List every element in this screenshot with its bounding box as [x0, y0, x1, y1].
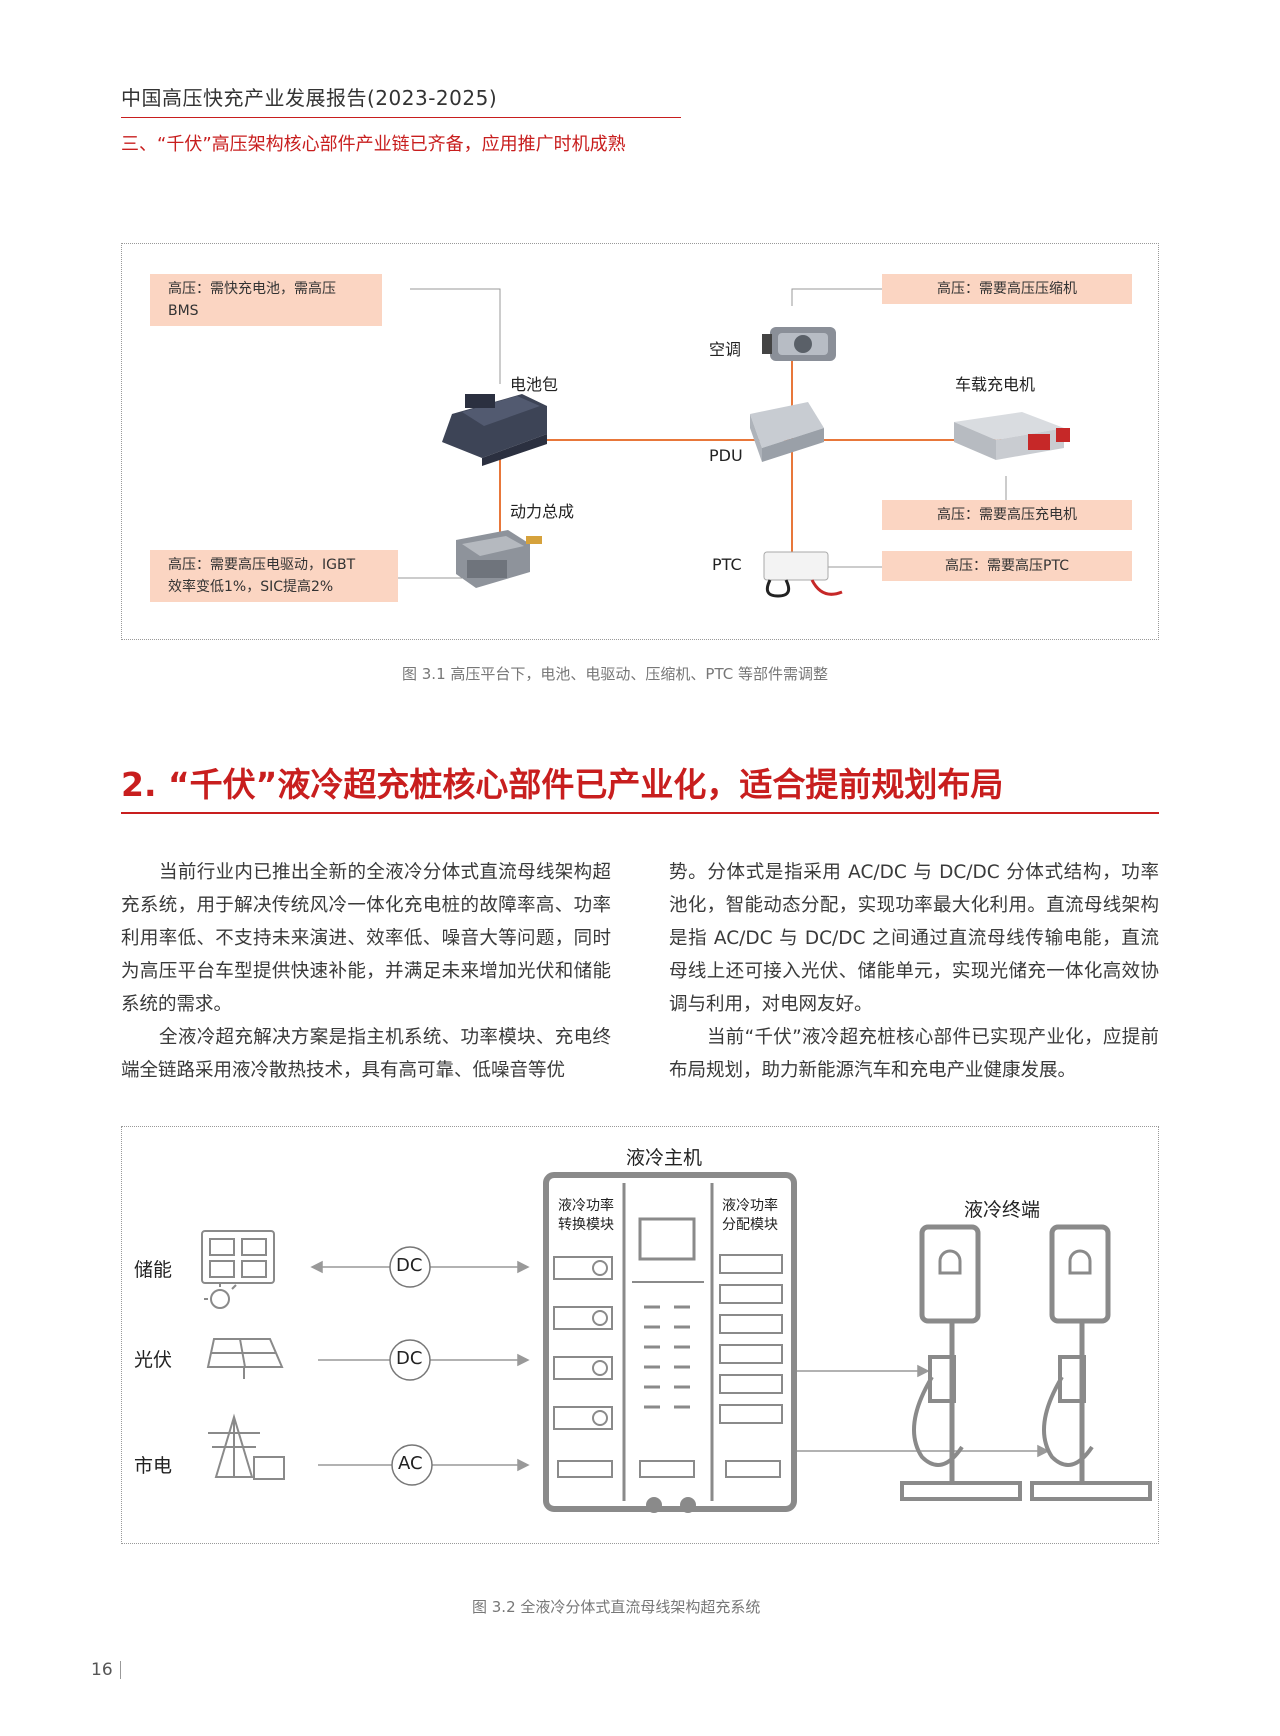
source-solar-label: 光伏	[134, 1345, 172, 1372]
ptc-label: PTC	[712, 555, 742, 574]
ptc-tag: 高压：需要高压PTC	[882, 551, 1132, 581]
section-heading: 2. “千伏”液冷超充桩核心部件已产业化，适合提前规划布局	[121, 758, 1003, 806]
battery-storage-icon	[202, 1231, 274, 1283]
charging-post-icon-2	[1032, 1227, 1150, 1499]
charging-post-icon	[902, 1227, 1020, 1499]
drive-tag-line2: 效率变低1%，SIC提高2%	[168, 576, 380, 598]
link-dc-2: DC	[396, 1348, 422, 1369]
battery-tag: 高压：需快充电池，需高压BMS	[150, 274, 382, 326]
charger-tag: 高压：需要高压充电机	[882, 500, 1132, 530]
ptc-heater-icon	[764, 552, 842, 596]
body-right-column: 势。分体式是指采用 AC/DC 与 DC/DC 分体式结构，功率池化，智能动态分…	[669, 856, 1159, 1087]
storage-arrow-right	[518, 1262, 528, 1272]
grid-arrow-right	[518, 1460, 528, 1470]
host-title: 液冷主机	[626, 1143, 702, 1170]
body-left-column: 当前行业内已推出全新的全液冷分体式直流母线架构超充系统，用于解决传统风冷一体化充…	[121, 856, 611, 1087]
figure-3-1: 高压：需快充电池，需高压BMS 高压：需要高压压缩机 高压：需要高压充电机 高压…	[121, 243, 1159, 640]
left-paragraph-2: 全液冷超充解决方案是指主机系统、功率模块、充电终端全链路采用液冷散热技术，具有高…	[121, 1021, 611, 1087]
link-ac: AC	[398, 1453, 423, 1474]
pdu-label: PDU	[709, 446, 743, 465]
solar-arrow-right	[518, 1355, 528, 1365]
pdu-icon	[750, 402, 824, 462]
link-dc-1: DC	[396, 1255, 422, 1276]
figure-3-2-caption: 图 3.2 全液冷分体式直流母线架构超充系统	[472, 1596, 760, 1617]
battery-pack-label: 电池包	[510, 371, 558, 395]
powertrain-label: 动力总成	[510, 498, 574, 522]
terminal-title: 液冷终端	[964, 1195, 1040, 1222]
drive-tag: 高压：需要高压电驱动，IGBT 效率变低1%，SIC提高2%	[150, 550, 398, 602]
powertrain-icon	[456, 530, 542, 588]
figure-3-1-caption: 图 3.1 高压平台下，电池、电驱动、压缩机、PTC 等部件需调整	[402, 663, 828, 684]
conversion-module-label: 液冷功率 转换模块	[550, 1197, 622, 1235]
battery-pack-icon	[442, 394, 547, 466]
right-paragraph-1: 势。分体式是指采用 AC/DC 与 DC/DC 分体式结构，功率池化，智能动态分…	[669, 856, 1159, 1021]
aircon-label: 空调	[709, 336, 741, 360]
onboard-charger-label: 车载充电机	[955, 371, 1035, 395]
right-paragraph-2: 当前“千伏”液冷超充桩核心部件已实现产业化，应提前布局规划，助力新能源汽车和充电…	[669, 1021, 1159, 1087]
source-grid-label: 市电	[134, 1451, 172, 1478]
compressor-tag: 高压：需要高压压缩机	[882, 274, 1132, 304]
distribution-module-label: 液冷功率 分配模块	[714, 1197, 786, 1235]
storage-arrow-left	[312, 1262, 322, 1272]
figure-3-2-diagram	[122, 1127, 1160, 1545]
solar-panel-icon	[204, 1283, 282, 1379]
section-subtitle: 三、“千伏”高压架构核心部件产业链已齐备，应用推广时机成熟	[121, 130, 626, 156]
drive-tag-line1: 高压：需要高压电驱动，IGBT	[168, 554, 380, 576]
battery-tag-connector	[410, 289, 500, 384]
left-paragraph-1: 当前行业内已推出全新的全液冷分体式直流母线架构超充系统，用于解决传统风冷一体化充…	[121, 856, 611, 1021]
heading-rule	[121, 812, 1159, 814]
page-number-divider	[120, 1661, 121, 1679]
power-grid-icon	[208, 1417, 284, 1479]
report-title: 中国高压快充产业发展报告(2023-2025)	[121, 82, 497, 111]
source-storage-label: 储能	[134, 1255, 172, 1282]
compressor-tag-connector	[792, 289, 882, 306]
figure-3-2: 液冷主机 液冷终端 液冷功率 转换模块 液冷功率 分配模块 储能 光伏 市电 D…	[121, 1126, 1159, 1544]
title-rule	[121, 117, 681, 118]
onboard-charger-icon	[954, 412, 1070, 460]
compressor-icon	[762, 327, 836, 361]
page-number: 16	[91, 1660, 113, 1680]
